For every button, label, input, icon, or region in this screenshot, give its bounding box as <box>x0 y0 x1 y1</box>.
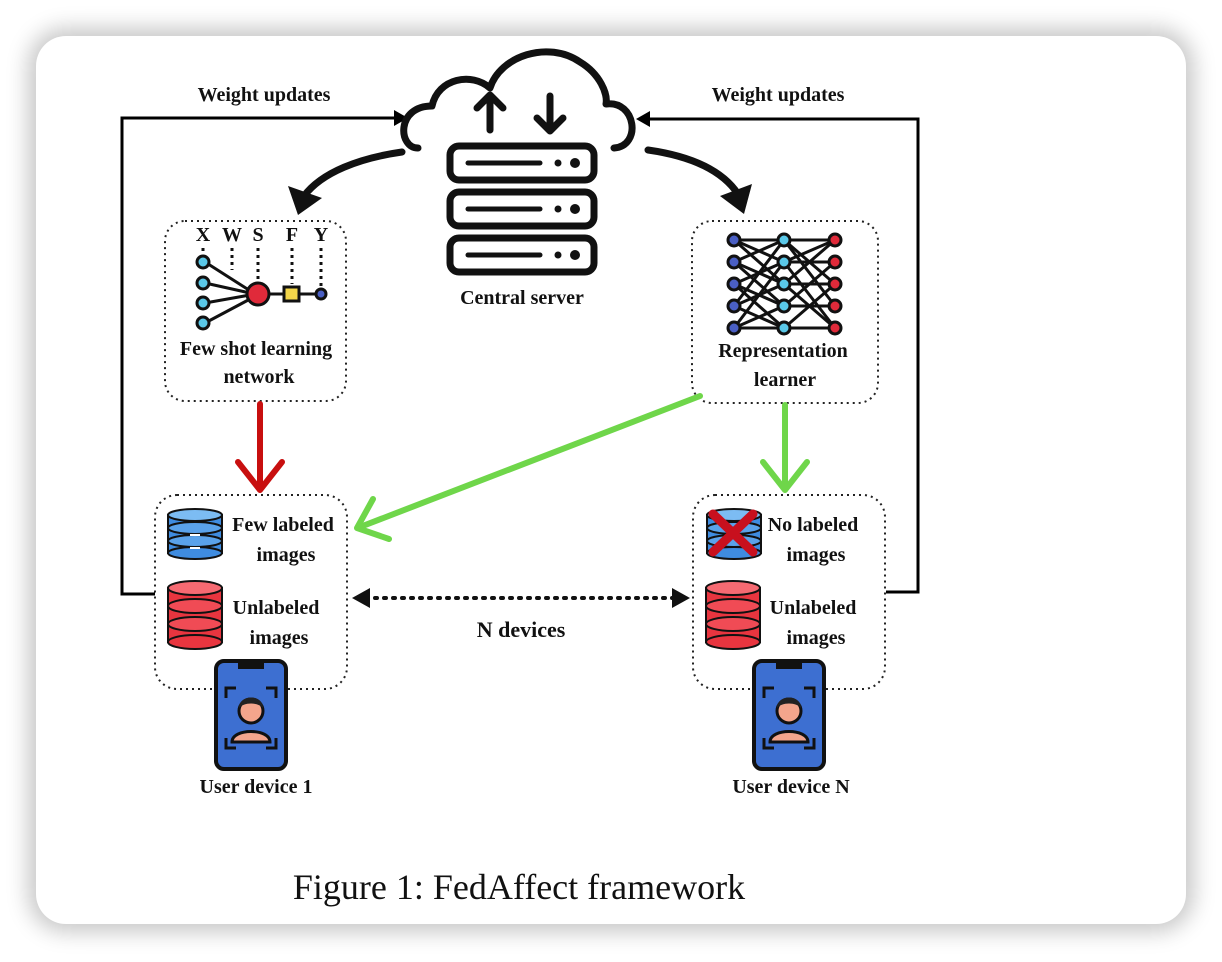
fsl-var-y: Y <box>314 224 329 246</box>
fsl-label-line2: network <box>223 366 295 388</box>
green-arrow-down <box>760 402 810 493</box>
no-labeled-label-line1: No labeled <box>768 514 859 536</box>
unlabeled-right-label-line2: images <box>787 627 846 649</box>
fsl-var-s: S <box>252 224 263 246</box>
smartphone-face-icon <box>214 659 288 771</box>
no-labeled-label-line2: images <box>787 544 846 566</box>
few-labeled-label-line2: images <box>257 544 316 566</box>
cloud-icon <box>400 48 636 152</box>
few-labeled-label-line1: Few labeled <box>232 514 334 536</box>
database-blue-icon <box>167 508 223 560</box>
user-device-n-label: User device N <box>732 776 850 798</box>
representation-label-line1: Representation <box>718 340 848 362</box>
central-server-label: Central server <box>460 287 584 309</box>
fsl-var-x: X <box>196 224 211 246</box>
unlabeled-left-label-line1: Unlabeled <box>233 597 320 619</box>
cross-icon <box>708 509 758 557</box>
fsl-var-f: F <box>286 224 298 246</box>
weight-updates-left-label: Weight updates <box>198 84 331 106</box>
device-1-box <box>154 494 348 690</box>
weight-updates-right-label: Weight updates <box>712 84 845 106</box>
representation-label-line2: learner <box>754 369 816 391</box>
database-red-icon <box>167 580 223 650</box>
server-to-representation-arrow <box>644 146 752 214</box>
unlabeled-left-label-line2: images <box>250 627 309 649</box>
few-shot-network-icon: X W S F Y <box>195 224 329 331</box>
figure-card <box>36 36 1186 924</box>
neural-network-icon <box>726 232 843 336</box>
user-device-1-label: User device 1 <box>200 776 313 798</box>
database-red-icon <box>705 580 761 650</box>
weight-update-loop-left <box>120 110 408 596</box>
green-arrow-diagonal <box>354 393 703 542</box>
n-devices-arrow <box>352 588 690 608</box>
fsl-label-line1: Few shot learning <box>180 338 332 360</box>
unlabeled-right-label-line1: Unlabeled <box>770 597 857 619</box>
download-arrow-icon <box>533 92 567 135</box>
device-n-box <box>692 494 886 690</box>
figure-caption: Figure 1: FedAffect framework <box>293 867 745 907</box>
upload-arrow-icon <box>473 91 507 134</box>
weight-update-loop-right <box>636 111 920 594</box>
n-devices-label: N devices <box>477 617 566 642</box>
server-to-fsl-arrow <box>288 148 406 215</box>
red-arrow <box>235 401 285 493</box>
server-icon <box>446 142 598 276</box>
smartphone-face-icon <box>752 659 826 771</box>
representation-box <box>691 220 879 404</box>
fsl-var-w: W <box>222 224 242 246</box>
